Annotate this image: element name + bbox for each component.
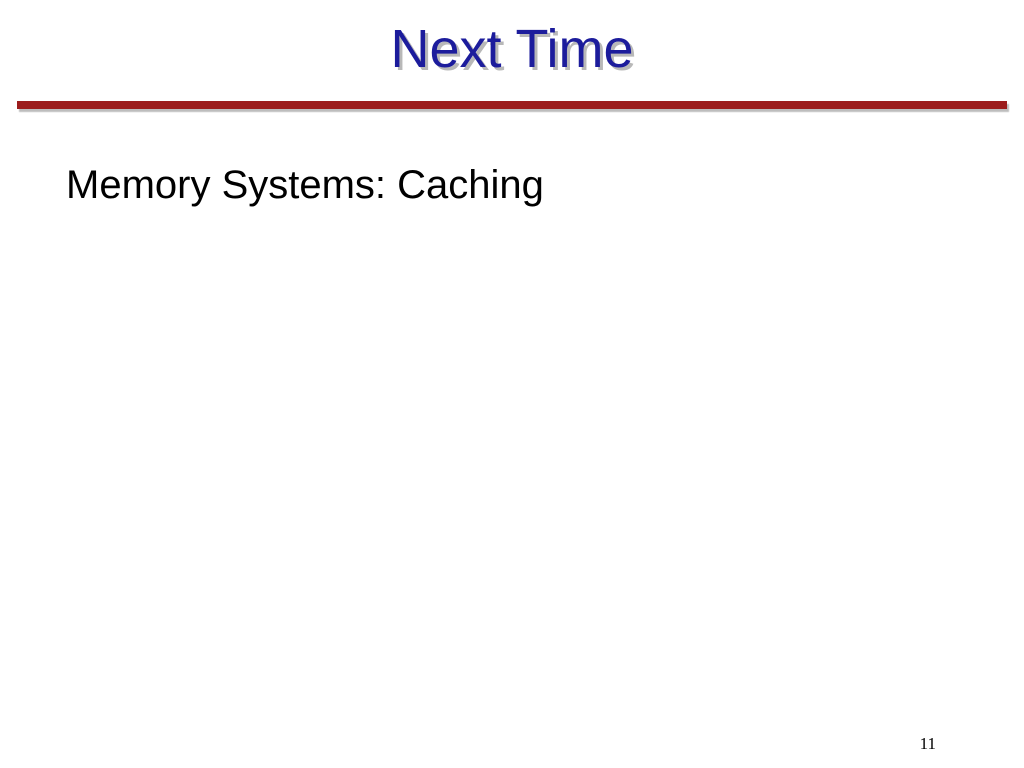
slide-title: Next Time	[390, 19, 634, 79]
page-number: 11	[919, 734, 936, 753]
title-divider	[17, 101, 1007, 109]
slide-body-text: Memory Systems: Caching	[66, 163, 544, 207]
